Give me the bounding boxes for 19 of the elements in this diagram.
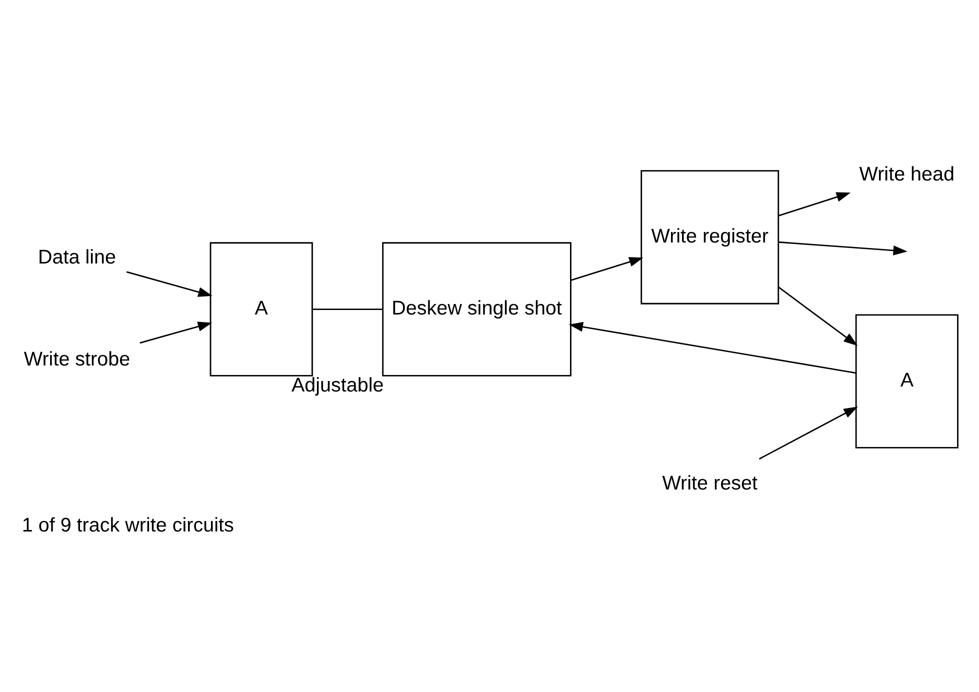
connector: [312, 308, 382, 310]
arrow: [568, 322, 856, 374]
arrow: [778, 286, 858, 346]
arrow: [140, 322, 212, 344]
node-text: Write reset: [662, 472, 758, 495]
node-box: Write register: [640, 170, 780, 304]
node-text: Data line: [38, 246, 116, 269]
arrow: [778, 192, 851, 216]
arrow: [778, 241, 908, 256]
caption: 1 of 9 track write circuits: [22, 514, 234, 536]
node-text: Write head: [859, 163, 955, 186]
node-text: Write strobe: [24, 348, 130, 370]
arrow: [126, 271, 212, 297]
node-box: Deskew single shot: [382, 242, 572, 376]
node-box: A: [855, 314, 958, 448]
arrow: [570, 257, 644, 281]
node-label: Adjustable: [291, 374, 384, 396]
node-box: A: [210, 242, 313, 376]
arrow: [758, 406, 858, 460]
